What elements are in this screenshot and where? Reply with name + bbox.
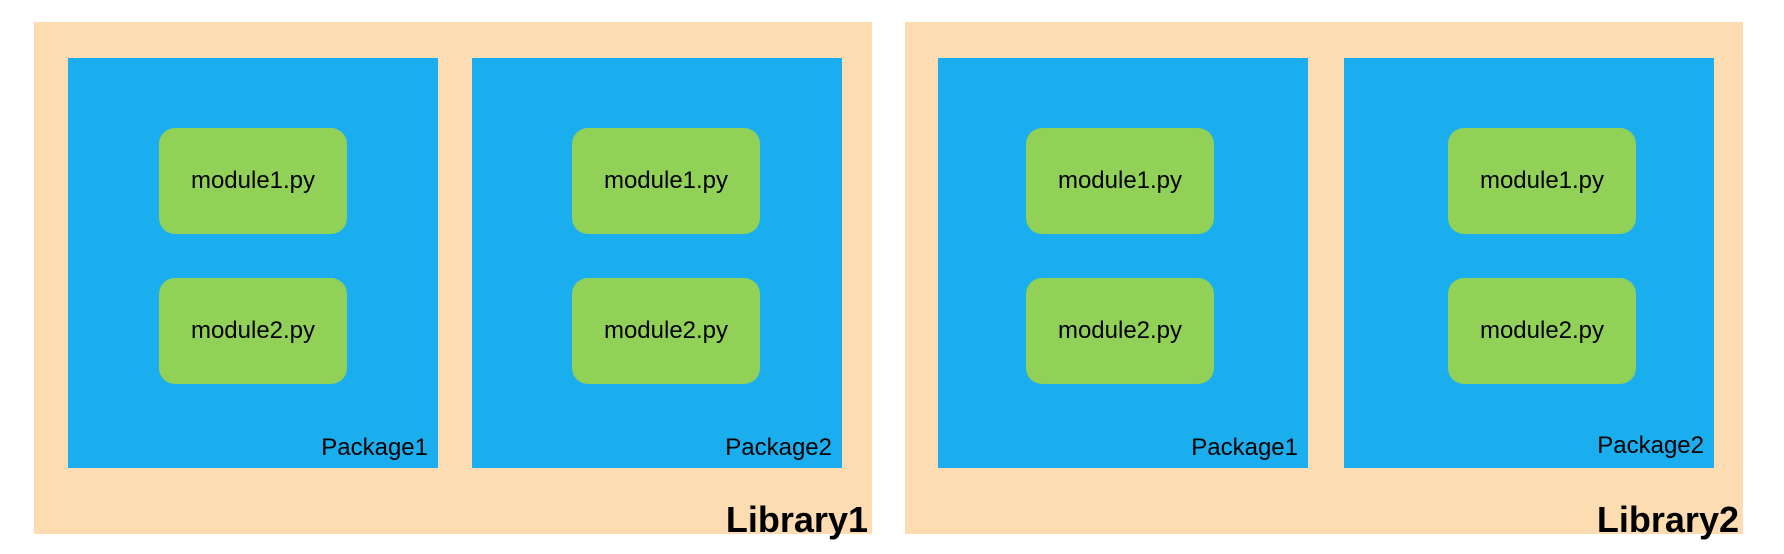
module-box: module2.py (572, 278, 760, 384)
library-label: Library2 (1596, 499, 1739, 540)
module-label: module2.py (1057, 317, 1183, 344)
package-label: Package2 (1597, 432, 1704, 459)
module-box: module2.py (1448, 278, 1636, 384)
package-label: Package2 (725, 434, 832, 461)
module-label: module2.py (603, 317, 729, 344)
package-label: Package1 (321, 434, 428, 461)
library-label: Library1 (725, 499, 868, 540)
library-container-2: module1.py module2.py Package1 module1.p… (905, 22, 1743, 538)
package-label: Package1 (1191, 434, 1298, 461)
module-box: module2.py (1026, 278, 1214, 384)
package-container-1: module1.py module2.py Package1 (68, 58, 438, 468)
module-label: module2.py (190, 317, 316, 344)
module-label: module2.py (1479, 317, 1605, 344)
package-container-1: module1.py module2.py Package1 (938, 58, 1308, 468)
module-label: module1.py (1479, 167, 1605, 194)
module-label: module1.py (1057, 167, 1183, 194)
module-box: module1.py (1026, 128, 1214, 234)
module-box: module1.py (572, 128, 760, 234)
package-container-2: module1.py module2.py Package2 (472, 58, 842, 468)
library-container-1: module1.py module2.py Package1 module1.p… (34, 22, 872, 538)
module-box: module1.py (1448, 128, 1636, 234)
module-box: module1.py (159, 128, 347, 234)
module-label: module1.py (190, 167, 316, 194)
module-box: module2.py (159, 278, 347, 384)
module-label: module1.py (603, 167, 729, 194)
package-container-2: module1.py module2.py Package2 (1344, 58, 1714, 468)
